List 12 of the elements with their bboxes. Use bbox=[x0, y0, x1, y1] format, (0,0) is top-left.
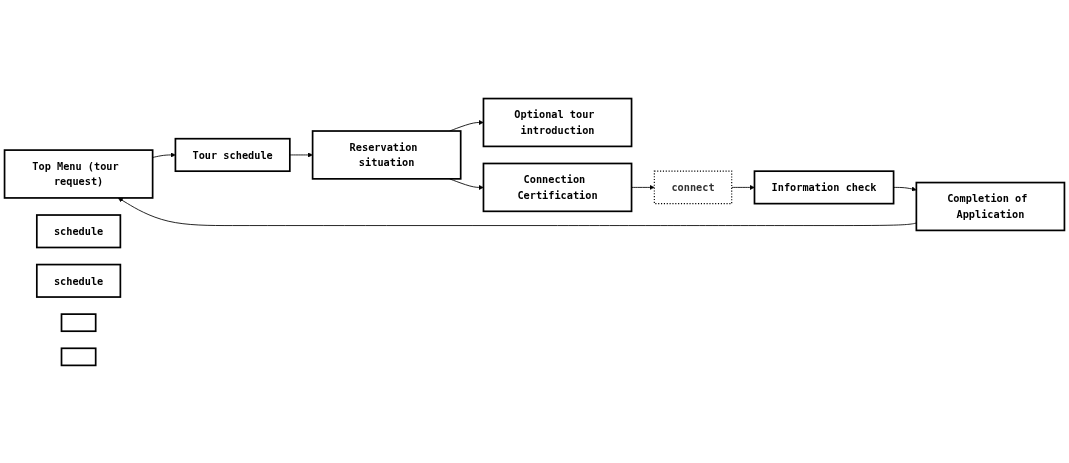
node-box: Information check bbox=[753, 169, 895, 205]
node-box: Reservation situation bbox=[311, 129, 462, 180]
node-box: Completion of Application bbox=[915, 181, 1066, 231]
node-box bbox=[60, 312, 97, 332]
node-box: schedule bbox=[35, 213, 122, 248]
node-box bbox=[60, 346, 97, 366]
node-box: Optional tour introduction bbox=[482, 97, 633, 147]
node-box: Top Menu (tour request) bbox=[3, 148, 154, 199]
node-box: Tour schedule bbox=[174, 137, 291, 172]
node-box: schedule bbox=[35, 263, 122, 298]
node-box: connect bbox=[653, 170, 733, 204]
node-box: Connection Certification bbox=[482, 162, 633, 212]
